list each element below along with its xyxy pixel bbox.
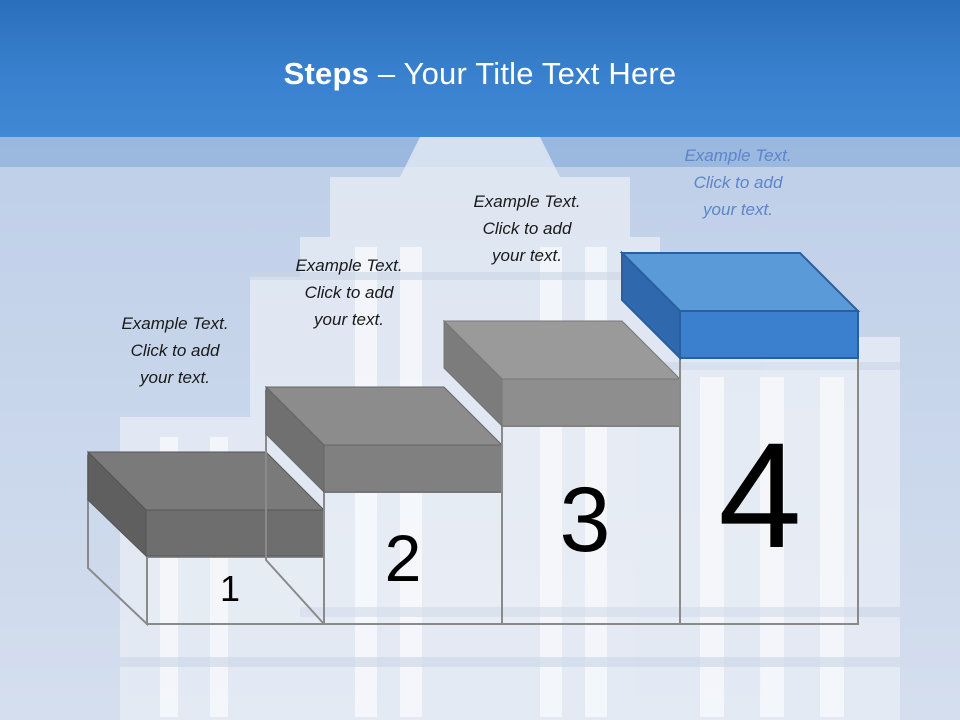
step-3-number: 3	[559, 469, 611, 571]
step-4-box[interactable]	[619, 250, 861, 625]
step-2-box[interactable]	[264, 385, 504, 625]
step-1-number: 1	[219, 568, 241, 609]
step-3-box[interactable]	[442, 319, 682, 625]
step-4-number: 4	[718, 411, 802, 579]
title-bar	[0, 0, 960, 137]
step-2-number: 2	[384, 521, 422, 595]
step-1-box[interactable]	[86, 450, 326, 627]
page-title: Steps – Your Title Text Here	[283, 56, 677, 91]
